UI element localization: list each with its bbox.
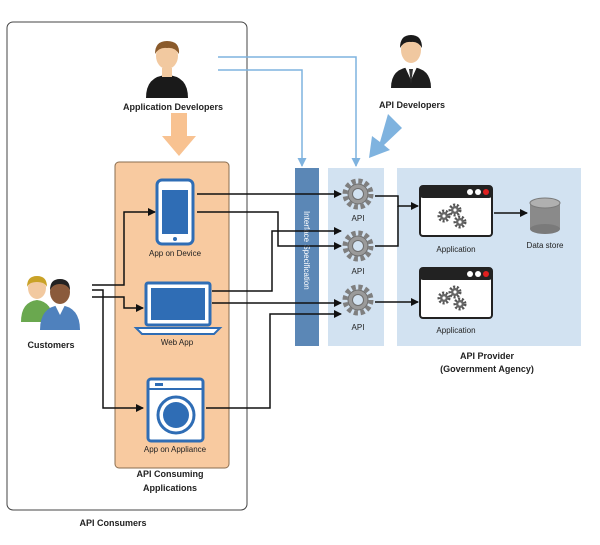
- database-icon: [529, 197, 561, 234]
- laptop-icon: [133, 281, 223, 335]
- gear-icon: [345, 287, 371, 313]
- application-window-icon: [420, 268, 492, 318]
- api-developers-label: API Developers: [379, 100, 445, 110]
- connector-api2-to-application1: [375, 206, 399, 247]
- interface-specification-label: Interface Specification: [302, 211, 311, 290]
- connector-appliance-to-api3: [206, 310, 342, 409]
- customers-label: Customers: [27, 340, 74, 350]
- api-2-label: API: [352, 267, 365, 276]
- api-provider-label-line2: (Government Agency): [440, 364, 534, 374]
- orange-down-arrow: [162, 113, 196, 156]
- people-group-icon: [21, 276, 80, 330]
- app-on-appliance-label: App on Appliance: [144, 445, 207, 454]
- app-on-device-label: App on Device: [149, 249, 202, 258]
- api-consumers-label: API Consumers: [79, 518, 146, 528]
- connector-customers-to-device: [92, 208, 156, 286]
- smartphone-icon: [155, 178, 195, 246]
- gear-icon: [345, 181, 371, 207]
- connector-webapp-to-api1: [212, 227, 342, 292]
- api-consuming-applications-label-line2: Applications: [143, 483, 197, 493]
- application-2-label: Application: [436, 326, 475, 335]
- connector-api1-to-application1: [375, 195, 419, 210]
- web-app-label: Web App: [161, 338, 194, 347]
- application-developers-label: Application Developers: [123, 102, 223, 112]
- api-developers-arrow: [369, 114, 402, 158]
- interface-specification-bar: [295, 168, 319, 346]
- connector-customers-to-webapp: [92, 296, 144, 312]
- api-1-label: API: [352, 214, 365, 223]
- gear-icon: [345, 233, 371, 259]
- application-window-icon: [420, 186, 492, 236]
- blue-connector-dev-to-interface: [218, 69, 307, 167]
- api-provider-label-line1: API Provider: [460, 351, 515, 361]
- person-icon: [146, 41, 188, 98]
- application-1-label: Application: [436, 245, 475, 254]
- api-consuming-applications-label-line1: API Consuming: [137, 469, 204, 479]
- connector-customers-to-appliance: [92, 289, 144, 412]
- businessman-icon: [391, 35, 431, 88]
- washing-machine-icon: [146, 377, 205, 443]
- blue-connector-dev-to-api: [218, 56, 361, 167]
- api-3-label: API: [352, 323, 365, 332]
- data-store-label: Data store: [527, 241, 564, 250]
- connector-device-to-api2: [197, 211, 342, 250]
